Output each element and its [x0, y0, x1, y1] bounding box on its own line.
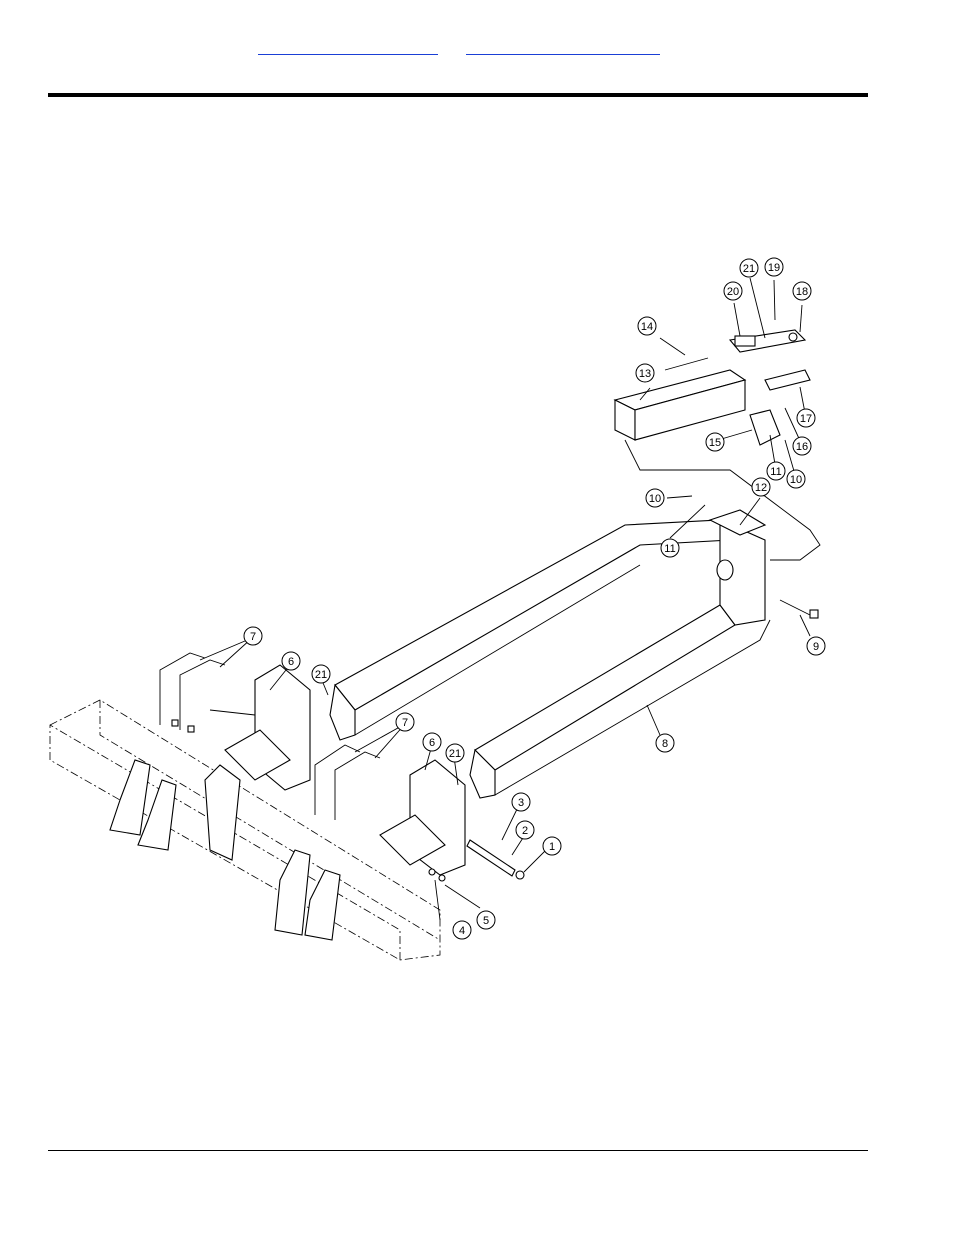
callout-21-right: 21	[446, 744, 464, 762]
callout-18: 18	[793, 282, 811, 300]
hitch-bracket	[750, 410, 780, 445]
main-frame	[330, 510, 770, 798]
svg-text:6: 6	[429, 737, 435, 749]
svg-text:8: 8	[662, 738, 668, 750]
toolbar-brackets	[110, 760, 340, 940]
callout-5: 5	[477, 911, 495, 929]
svg-text:21: 21	[743, 263, 755, 275]
u-bolts-right	[315, 745, 380, 820]
svg-text:5: 5	[483, 915, 489, 927]
callout-9: 9	[807, 637, 825, 655]
header-rule	[48, 93, 868, 97]
u-bolts-left	[160, 653, 225, 732]
svg-text:4: 4	[459, 925, 465, 937]
callout-21-left: 21	[312, 665, 330, 683]
callout-10-upper: 10	[787, 470, 805, 488]
callout-6-left: 6	[282, 652, 300, 670]
bolt-9	[780, 600, 818, 618]
svg-text:1: 1	[549, 841, 555, 853]
callout-16: 16	[793, 437, 811, 455]
callout-10-lower: 10	[646, 489, 664, 507]
parts-exploded-diagram: 1 2 3 4 5 6 6 7 7 8 9 10 10 11 11 12 13 …	[40, 240, 840, 970]
svg-text:7: 7	[250, 631, 256, 643]
callout-6-right: 6	[423, 733, 441, 751]
callout-8: 8	[656, 734, 674, 752]
svg-text:6: 6	[288, 656, 294, 668]
svg-text:7: 7	[402, 717, 408, 729]
svg-text:21: 21	[449, 748, 461, 760]
callout-20: 20	[724, 282, 742, 300]
callout-13: 13	[636, 364, 654, 382]
svg-text:10: 10	[790, 474, 802, 486]
callout-4: 4	[453, 921, 471, 939]
callout-7-right: 7	[396, 713, 414, 731]
callout-21-top: 21	[740, 259, 758, 277]
svg-text:11: 11	[770, 466, 781, 478]
callout-3: 3	[512, 793, 530, 811]
mount-plate-right	[380, 760, 465, 875]
callout-1: 1	[543, 837, 561, 855]
header-link-1[interactable]	[258, 38, 438, 55]
footer-rule	[48, 1150, 868, 1151]
svg-text:14: 14	[641, 321, 653, 333]
svg-text:20: 20	[727, 286, 739, 298]
svg-text:17: 17	[800, 413, 812, 425]
svg-text:18: 18	[796, 286, 808, 298]
svg-text:21: 21	[315, 669, 327, 681]
callout-14: 14	[638, 317, 656, 335]
callout-15: 15	[706, 433, 724, 451]
callout-12: 12	[752, 478, 770, 496]
hitch-tube	[615, 358, 745, 440]
callout-11-lower: 11	[661, 539, 679, 557]
svg-text:13: 13	[639, 368, 651, 380]
callout-7-left: 7	[244, 627, 262, 645]
svg-text:11: 11	[664, 543, 675, 555]
svg-text:10: 10	[649, 493, 661, 505]
svg-text:16: 16	[796, 441, 808, 453]
svg-text:12: 12	[755, 482, 767, 494]
callout-11-upper: 11	[767, 462, 785, 480]
svg-text:19: 19	[768, 262, 780, 274]
header-link-2[interactable]	[466, 38, 660, 55]
svg-text:15: 15	[709, 437, 721, 449]
callout-19: 19	[765, 258, 783, 276]
callout-17: 17	[797, 409, 815, 427]
svg-text:9: 9	[813, 641, 819, 653]
callout-2: 2	[516, 821, 534, 839]
svg-text:3: 3	[518, 797, 524, 809]
svg-text:2: 2	[522, 825, 528, 837]
